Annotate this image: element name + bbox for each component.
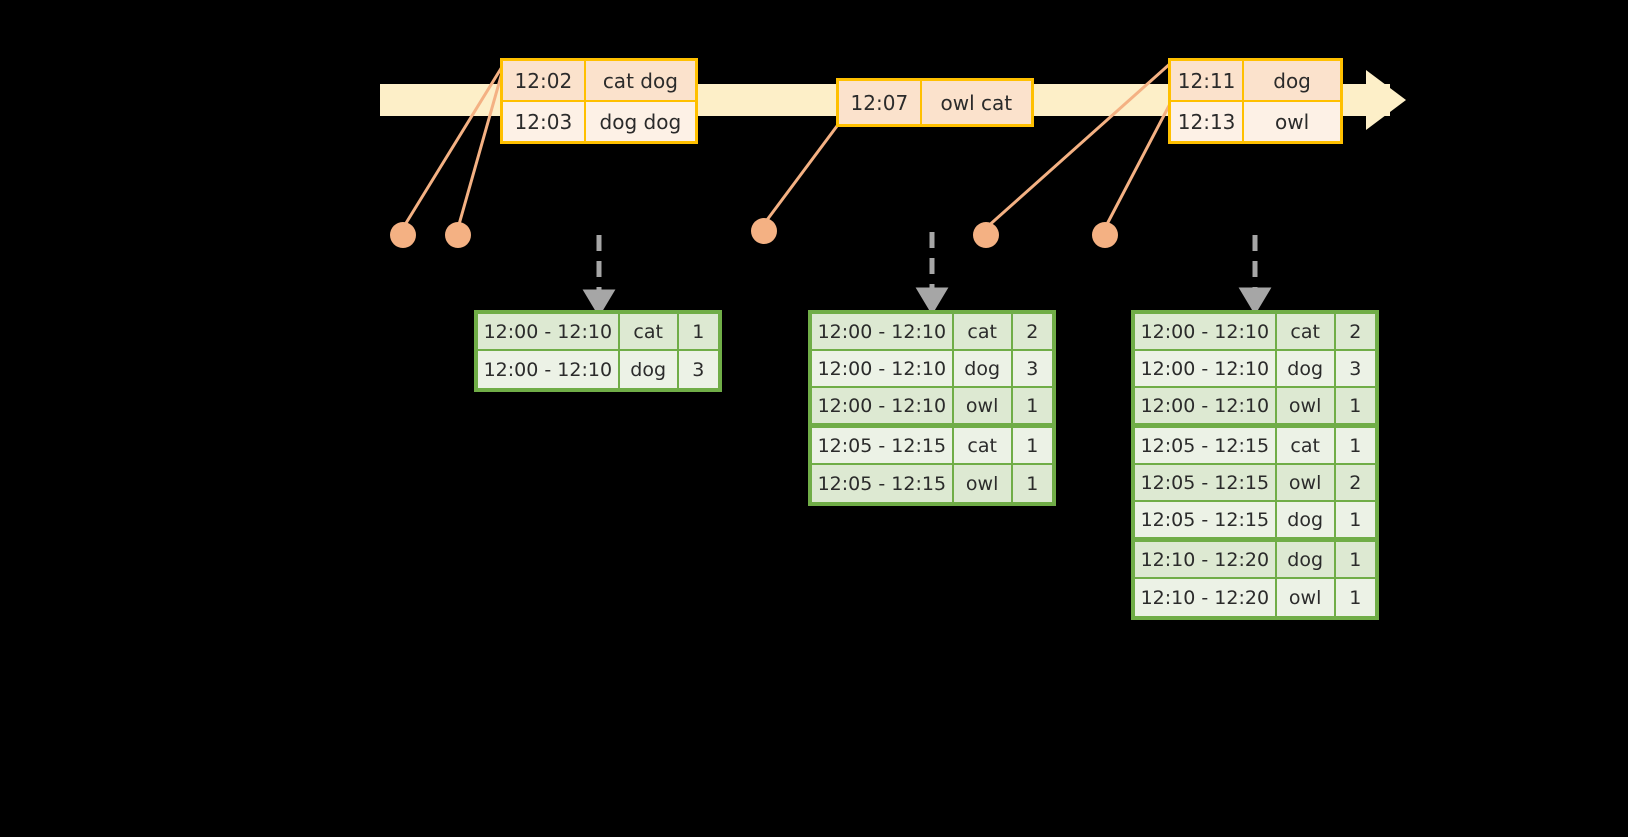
event-time: 12:07 xyxy=(839,81,920,124)
cell-count: 2 xyxy=(1335,465,1375,502)
cell-count: 3 xyxy=(678,351,718,388)
cell-count: 1 xyxy=(1335,428,1375,465)
cell-window: 12:00 - 12:10 xyxy=(1135,388,1277,425)
cell-word: owl xyxy=(1276,388,1336,425)
timeline-event-group-1: 12:02 cat dog 12:03 dog dog xyxy=(500,58,698,144)
cell-word: owl xyxy=(953,465,1013,502)
cell-word: cat xyxy=(1276,428,1336,465)
cell-word: cat xyxy=(953,428,1013,465)
cell-count: 3 xyxy=(1012,351,1052,388)
cell-window: 12:05 - 12:15 xyxy=(1135,428,1277,465)
event-words: dog dog xyxy=(583,102,695,141)
dot-3 xyxy=(751,218,777,244)
cell-word: dog xyxy=(953,351,1013,388)
cell-window: 12:00 - 12:10 xyxy=(478,351,620,388)
cell-window: 12:05 - 12:15 xyxy=(812,465,954,502)
event-words: dog xyxy=(1242,61,1340,100)
cell-word: dog xyxy=(1276,502,1336,539)
cell-window: 12:00 - 12:10 xyxy=(812,314,954,351)
timeline-event-row: 12:03 dog dog xyxy=(503,100,695,141)
cell-count: 3 xyxy=(1335,351,1375,388)
cell-count: 2 xyxy=(1335,314,1375,351)
event-time: 12:02 xyxy=(503,61,584,100)
cell-window: 12:10 - 12:20 xyxy=(1135,542,1277,579)
timeline-event-row: 12:11 dog xyxy=(1171,61,1340,100)
event-time: 12:13 xyxy=(1171,102,1243,141)
cell-count: 1 xyxy=(1012,465,1052,502)
timeline-event-group-3: 12:11 dog 12:13 owl xyxy=(1168,58,1343,144)
cell-word: dog xyxy=(1276,351,1336,388)
cell-window: 12:00 - 12:10 xyxy=(1135,351,1277,388)
cell-word: cat xyxy=(1276,314,1336,351)
timeline-event-row: 12:02 cat dog xyxy=(503,61,695,100)
cell-count: 1 xyxy=(1012,388,1052,425)
cell-window: 12:10 - 12:20 xyxy=(1135,579,1277,616)
cell-count: 1 xyxy=(1335,579,1375,616)
event-words: owl cat xyxy=(919,81,1031,124)
event-words: cat dog xyxy=(583,61,695,100)
event-time: 12:11 xyxy=(1171,61,1243,100)
cell-window: 12:05 - 12:15 xyxy=(1135,465,1277,502)
cell-window: 12:00 - 12:10 xyxy=(812,388,954,425)
cell-window: 12:00 - 12:10 xyxy=(478,314,620,351)
cell-count: 1 xyxy=(1012,428,1052,465)
event-words: owl xyxy=(1242,102,1340,141)
dot-5 xyxy=(1092,222,1118,248)
timeline-event-group-2: 12:07 owl cat xyxy=(836,78,1034,127)
dot-4 xyxy=(973,222,999,248)
cell-count: 1 xyxy=(1335,502,1375,539)
cell-window: 12:05 - 12:15 xyxy=(1135,502,1277,539)
cell-word: dog xyxy=(619,351,679,388)
dot-2 xyxy=(445,222,471,248)
cell-count: 1 xyxy=(1335,542,1375,579)
cell-window: 12:00 - 12:10 xyxy=(812,351,954,388)
cell-word: cat xyxy=(619,314,679,351)
cell-window: 12:05 - 12:15 xyxy=(812,428,954,465)
event-time: 12:03 xyxy=(503,102,584,141)
timeline-event-row: 12:13 owl xyxy=(1171,100,1340,141)
cell-word: owl xyxy=(1276,579,1336,616)
cell-word: cat xyxy=(953,314,1013,351)
cell-count: 1 xyxy=(678,314,718,351)
cell-window: 12:00 - 12:10 xyxy=(1135,314,1277,351)
timeline-event-row: 12:07 owl cat xyxy=(839,81,1031,124)
dot-1 xyxy=(390,222,416,248)
cell-count: 2 xyxy=(1012,314,1052,351)
cell-word: dog xyxy=(1276,542,1336,579)
cell-word: owl xyxy=(953,388,1013,425)
cell-word: owl xyxy=(1276,465,1336,502)
timeline-arrow-icon xyxy=(1366,70,1406,130)
cell-count: 1 xyxy=(1335,388,1375,425)
